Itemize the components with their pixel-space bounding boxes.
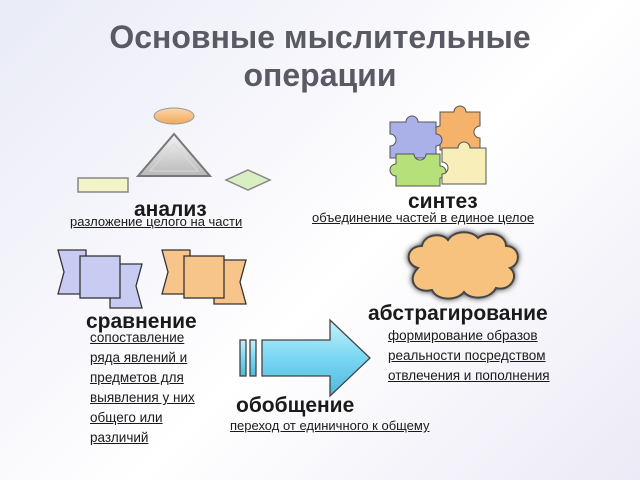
- orange-square-center: [183, 255, 225, 299]
- abstraction-label: абстрагирование: [368, 302, 548, 325]
- synthesis-description: объединение частей в единое целое: [312, 210, 535, 225]
- generalization-label: обобщение: [236, 394, 355, 417]
- comparison-line-3: предметов для: [90, 370, 184, 385]
- analysis-label: анализ: [134, 198, 207, 221]
- title-line-1: Основные мыслительные: [109, 19, 531, 55]
- abstraction-line-2: реальности посредством: [388, 348, 546, 363]
- rectangle-shape: [77, 177, 129, 193]
- title-line-2: операции: [243, 57, 397, 93]
- page-title: Основные мыслительные операции: [0, 18, 640, 94]
- orange-banner-left: [161, 249, 191, 295]
- arrow-stripe-1: [239, 339, 247, 377]
- comparison-shapes: [57, 249, 247, 309]
- synthesis-label: синтез: [408, 190, 478, 213]
- comparison-line-1: сопоставление: [90, 330, 185, 345]
- comparison-label: сравнение: [86, 310, 197, 333]
- analysis-description: разложение целого на части: [70, 214, 243, 229]
- blue-banner-left: [57, 249, 87, 295]
- puzzle-piece-cream: [441, 141, 487, 185]
- abstraction-description: формирование образов реальности посредст…: [388, 326, 550, 386]
- abstraction-line-3: отвлечения и пополнения: [388, 368, 550, 383]
- analysis-shapes: [77, 107, 272, 193]
- cloud-illustration: [407, 231, 519, 300]
- puzzle-piece-green: [389, 153, 447, 187]
- generalization-description: переход от единичного к общему: [230, 418, 430, 433]
- cloud-shape: [407, 231, 519, 300]
- puzzle-illustration: [389, 105, 487, 187]
- arrow-body: [261, 318, 371, 398]
- comparison-line-5: общего или: [90, 410, 163, 425]
- triangle-shape: [135, 132, 213, 177]
- comparison-line-4: выявления у них: [90, 390, 195, 405]
- ellipse-shape: [153, 107, 195, 125]
- puzzle-piece-blue: [389, 115, 443, 159]
- blue-square-center: [79, 255, 121, 299]
- arrow-stripe-2: [249, 339, 257, 377]
- abstraction-line-1: формирование образов: [388, 328, 538, 343]
- comparison-line-6: различий: [90, 430, 149, 445]
- comparison-description: сопоставление ряда явлений и предметов д…: [90, 328, 195, 448]
- comparison-line-2: ряда явлений и: [90, 350, 188, 365]
- diamond-shape: [224, 169, 272, 191]
- generalization-arrow: [239, 318, 371, 398]
